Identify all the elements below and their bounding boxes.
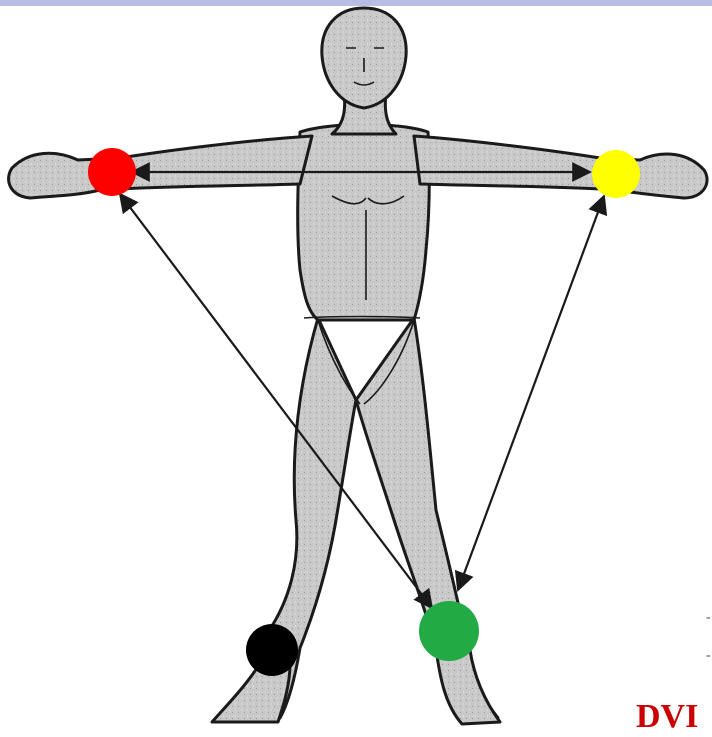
electrode-right-ankle-black — [246, 624, 298, 676]
edge-tick-mark: - — [706, 610, 711, 626]
electrode-right-wrist-red — [88, 148, 136, 196]
body-silhouette — [9, 8, 707, 724]
left-leg — [356, 318, 498, 722]
torso — [298, 125, 430, 321]
edge-tick-mark: - — [706, 648, 711, 664]
electrode-left-ankle-green — [419, 601, 479, 661]
right-arm — [9, 136, 312, 198]
arrow-green-to-yellow — [458, 196, 604, 590]
left-arm — [414, 136, 707, 198]
electrode-left-wrist-yellow — [592, 150, 640, 198]
edge-text: DVI — [636, 700, 698, 734]
